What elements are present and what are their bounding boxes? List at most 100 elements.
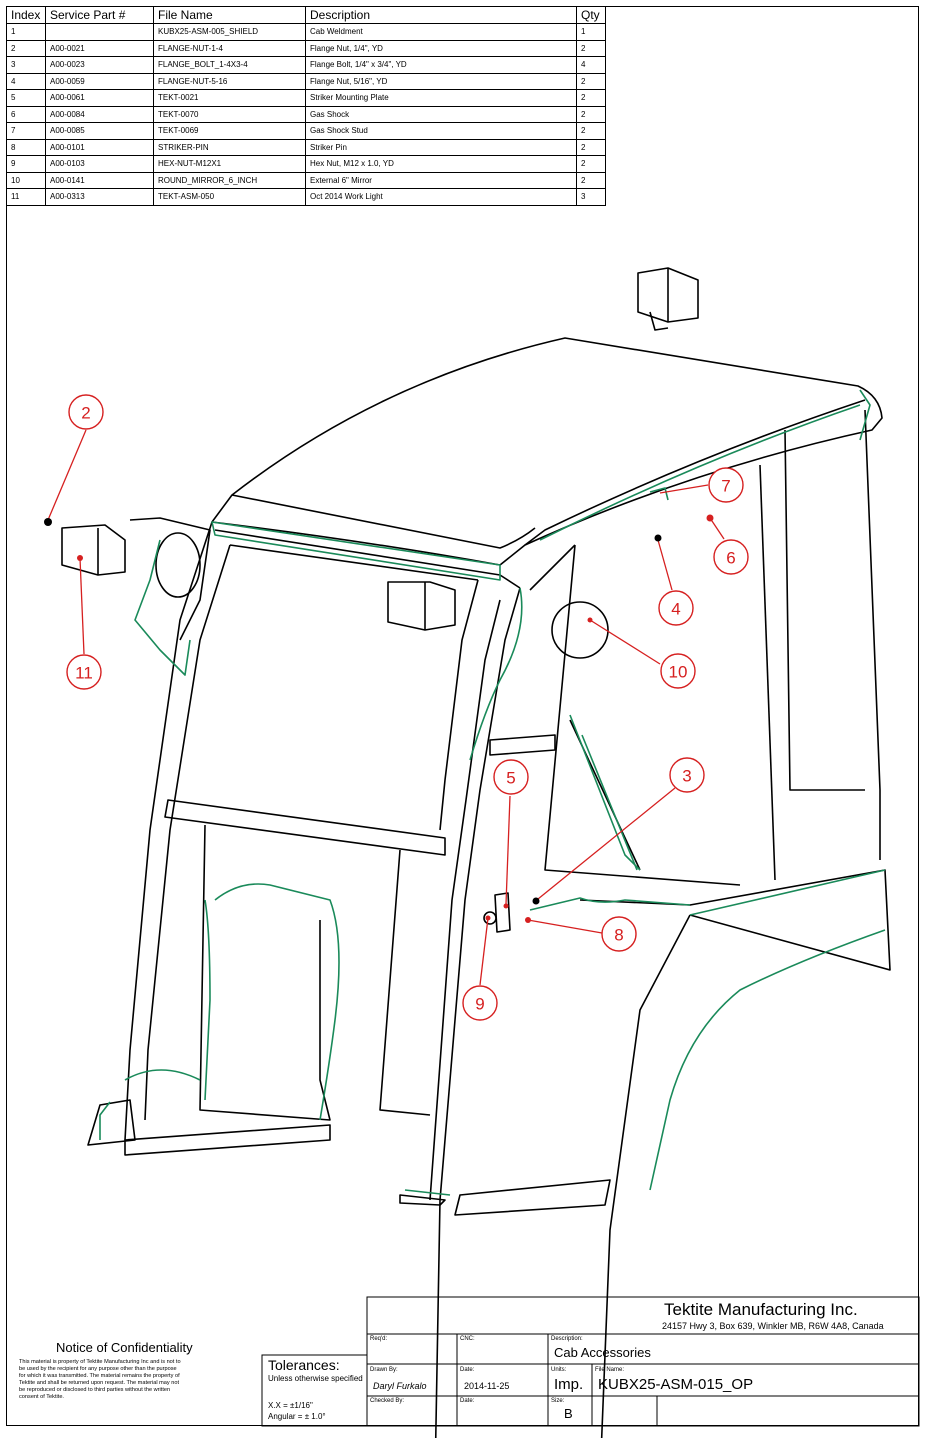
callout-number: 5 <box>506 769 515 788</box>
description-label: Description: <box>551 1336 583 1342</box>
callout-balloons: 2 11 7 6 4 10 5 3 8 9 <box>66 394 749 1021</box>
callout-circle <box>669 757 705 793</box>
leader-5 <box>505 795 511 905</box>
cnc-label: CNC: <box>460 1336 475 1342</box>
bom-header-part: Service Part # <box>45 6 154 24</box>
bom-cell-file: TEKT-ASM-050 <box>153 188 306 206</box>
target-3 <box>532 897 540 905</box>
bom-cell-qty: 3 <box>576 188 606 206</box>
leader-10 <box>589 619 661 665</box>
bom-cell-qty: 2 <box>576 72 606 90</box>
bom-header-description: Description <box>305 6 577 24</box>
callout-number: 11 <box>75 664 93 683</box>
drawn-date: 2014-11-25 <box>464 1381 510 1391</box>
callout-number: 8 <box>614 926 623 945</box>
leader-3 <box>537 787 676 900</box>
drawing-file-name: KUBX25-ASM-015_OP <box>598 1376 754 1393</box>
callout-2: 2 <box>68 394 104 430</box>
callout-number: 6 <box>726 549 735 568</box>
leader-4 <box>657 539 673 591</box>
callout-circle <box>493 759 529 795</box>
drawn-by: Daryl Furkalo <box>373 1381 427 1391</box>
reqd-label: Req'd: <box>370 1336 388 1342</box>
tolerances-title: Tolerances: <box>268 1357 340 1373</box>
callout-circle <box>601 916 637 952</box>
leader-7 <box>659 484 709 494</box>
callout-number: 10 <box>669 663 688 682</box>
callout-number: 7 <box>721 477 730 496</box>
target-8 <box>525 917 531 923</box>
company-address: 24157 Hwy 3, Box 639, Winkler MB, R6W 4A… <box>662 1321 884 1331</box>
bom-header-index: Index <box>6 6 46 24</box>
callout-7: 7 <box>708 467 744 503</box>
callout-number: 4 <box>671 600 680 619</box>
drawing-description: Cab Accessories <box>554 1345 651 1360</box>
target-5 <box>503 903 509 909</box>
callout-circle <box>660 653 696 689</box>
leader-8 <box>527 919 603 934</box>
leader-9 <box>479 917 489 986</box>
callout-11: 11 <box>66 654 102 690</box>
callout-circle <box>66 654 102 690</box>
leader-2 <box>47 429 87 521</box>
callout-number: 3 <box>682 767 691 786</box>
bill-of-materials: Index Service Part # File Name Descripti… <box>6 6 606 206</box>
callout-number: 2 <box>81 404 90 423</box>
cab-outline <box>61 267 891 1438</box>
callout-circle <box>713 539 749 575</box>
sheet-size: B <box>564 1406 573 1421</box>
bom-cell-qty: 2 <box>576 39 606 57</box>
target-9 <box>485 915 491 921</box>
tolerances-subtitle: Unless otherwise specified <box>268 1374 363 1383</box>
confidentiality-title: Notice of Confidentiality <box>56 1340 193 1355</box>
tolerance-linear: X.X = ±1/16" <box>268 1401 313 1410</box>
units: Imp. <box>554 1376 584 1393</box>
target-2 <box>44 518 52 526</box>
title-block-grid <box>261 1296 920 1427</box>
units-label: Units: <box>551 1367 567 1373</box>
callout-9: 9 <box>462 985 498 1021</box>
bom-cell-part: A00-0313 <box>45 188 154 206</box>
company-name: Tektite Manufacturing Inc. <box>664 1300 858 1319</box>
callout-circle <box>658 590 694 626</box>
date2-label: Date: <box>460 1398 475 1404</box>
target-10 <box>587 617 593 623</box>
callout-circle <box>68 394 104 430</box>
leader-11 <box>79 557 85 655</box>
bom-cell-description: Oct 2014 Work Light <box>305 188 577 206</box>
bom-header-qty: Qty <box>576 6 606 24</box>
confidentiality-text: This material is property of Tektite Man… <box>19 1359 181 1400</box>
callout-circle <box>462 985 498 1021</box>
target-6 <box>706 514 714 522</box>
drawn-by-label: Drawn By: <box>370 1367 398 1373</box>
callout-5: 5 <box>493 759 529 795</box>
callout-leaders <box>47 429 725 986</box>
target-11 <box>77 555 83 561</box>
callout-6: 6 <box>713 539 749 575</box>
callout-3: 3 <box>669 757 705 793</box>
file-name-label: File Name: <box>595 1367 625 1373</box>
checked-by-label: Checked By: <box>370 1398 405 1404</box>
leader-6 <box>709 517 725 540</box>
date-label: Date: <box>460 1367 475 1373</box>
callout-targets <box>44 514 714 923</box>
bom-header-row: Index Service Part # File Name Descripti… <box>6 6 606 24</box>
target-4 <box>654 534 662 542</box>
cab-shield-outline <box>99 389 886 1196</box>
callout-circle <box>708 467 744 503</box>
callout-10: 10 <box>660 653 696 689</box>
callout-4: 4 <box>658 590 694 626</box>
tolerance-angular: Angular = ± 1.0° <box>268 1412 326 1421</box>
callout-number: 9 <box>475 995 484 1014</box>
size-label: Size: <box>551 1398 565 1404</box>
callout-8: 8 <box>601 916 637 952</box>
